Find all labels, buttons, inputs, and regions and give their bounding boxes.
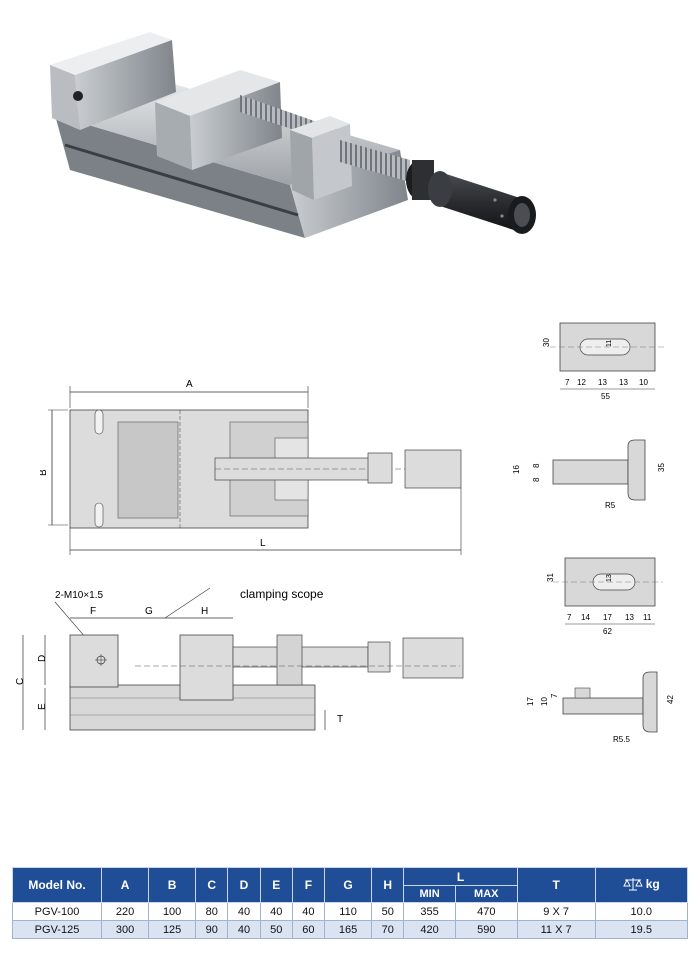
side-view-drawing: 2-M10×1.5 clamping scope F G H C D E T (15, 587, 464, 731)
product-photo (50, 32, 536, 238)
table-row: PGV-100 220 100 80 40 40 40 110 50 355 4… (12, 902, 689, 921)
detail4-d10: 10 (540, 697, 549, 706)
cell-T: 9 X 7 (516, 902, 596, 921)
cell-D: 40 (227, 920, 261, 939)
detail-drawing-1: 30 11 7 12 13 13 10 55 (542, 322, 665, 401)
detail4-d7: 7 (550, 693, 559, 698)
cell-L-min: 420 (403, 920, 456, 939)
dim-label-G: G (145, 606, 153, 617)
cell-E: 40 (259, 902, 293, 921)
cell-model: PGV-100 (12, 902, 102, 921)
cell-H: 70 (371, 920, 405, 939)
cell-C: 80 (195, 902, 229, 921)
cell-L-max: 590 (454, 920, 518, 939)
detail1-dim-2: 13 (598, 378, 607, 387)
cell-T: 11 X 7 (516, 920, 596, 939)
dim-label-T: T (337, 714, 343, 725)
cell-F: 40 (291, 902, 326, 921)
detail3-dim-2: 17 (603, 613, 612, 622)
detail1-slot: 11 (606, 340, 613, 347)
header-C: C (195, 867, 229, 903)
header-B: B (148, 867, 197, 903)
header-model: Model No. (12, 867, 102, 903)
detail2-d35: 35 (657, 463, 666, 472)
detail1-dim-0: 7 (565, 378, 570, 387)
detail3-width: 62 (603, 627, 612, 636)
detail3-slot: 13 (606, 574, 613, 582)
thread-label: 2-M10×1.5 (55, 590, 104, 601)
dim-label-D: D (37, 655, 48, 662)
detail-drawing-4: 17 10 7 42 R5.5 (526, 671, 675, 744)
detail1-dim-3: 13 (619, 378, 628, 387)
dim-label-H: H (201, 606, 208, 617)
cell-B: 125 (148, 920, 197, 939)
scale-icon (623, 877, 643, 890)
cell-A: 300 (100, 920, 150, 939)
dim-label-L: L (260, 538, 266, 549)
header-F: F (291, 867, 326, 903)
header-A: A (100, 867, 150, 903)
cell-B: 100 (148, 902, 197, 921)
header-H: H (371, 867, 405, 903)
dim-label-B: B (40, 469, 49, 476)
detail3-height: 31 (546, 573, 555, 582)
dim-label-A: A (186, 379, 193, 390)
detail1-height: 30 (542, 338, 551, 347)
detail4-d17: 17 (526, 697, 535, 706)
dim-label-E: E (37, 703, 48, 710)
cell-kg: 10.0 (594, 902, 689, 921)
cell-D: 40 (227, 902, 261, 921)
header-L-max: MAX (454, 885, 518, 903)
cell-model: PGV-125 (12, 920, 102, 939)
header-kg: kg (645, 876, 660, 891)
cell-kg: 19.5 (594, 920, 689, 939)
header-E: E (259, 867, 293, 903)
cell-A: 220 (100, 902, 150, 921)
cell-H: 50 (371, 902, 405, 921)
detail-drawing-2: 16 8 8 35 R5 (512, 439, 666, 510)
detail-drawing-3: 31 13 7 14 17 13 11 62 (546, 557, 663, 636)
cell-L-max: 470 (454, 902, 518, 921)
cell-F: 60 (291, 920, 326, 939)
header-L-min: MIN (403, 885, 456, 903)
detail1-width: 55 (601, 392, 610, 401)
detail2-d8b: 8 (532, 477, 541, 482)
detail2-d8a: 8 (532, 463, 541, 468)
detail3-dim-0: 7 (567, 613, 572, 622)
clamping-scope-label: clamping scope (240, 587, 324, 601)
cell-G: 165 (324, 920, 373, 939)
detail4-radius: R5.5 (613, 735, 630, 744)
cell-C: 90 (195, 920, 229, 939)
table-row: PGV-125 300 125 90 40 50 60 165 70 420 5… (12, 920, 689, 939)
detail2-radius: R5 (605, 501, 616, 510)
header-weight: kg (594, 867, 689, 903)
dim-label-C: C (15, 678, 26, 685)
header-D: D (227, 867, 261, 903)
cell-G: 110 (324, 902, 373, 921)
dim-label-F: F (90, 606, 96, 617)
detail3-dim-1: 14 (581, 613, 590, 622)
detail2-d16: 16 (512, 465, 521, 474)
detail1-dim-4: 10 (639, 378, 648, 387)
cell-L-min: 355 (403, 902, 456, 921)
header-L: L (403, 867, 518, 886)
detail3-dim-4: 11 (643, 613, 652, 622)
detail3-dim-3: 13 (625, 613, 634, 622)
detail1-dim-1: 12 (577, 378, 586, 387)
spec-table: Model No. A B C D E F G H L T (12, 867, 689, 939)
header-T: T (516, 867, 596, 903)
cell-E: 50 (259, 920, 293, 939)
detail4-d42: 42 (666, 695, 675, 704)
top-view-drawing: A B L (40, 379, 462, 555)
header-G: G (324, 867, 373, 903)
